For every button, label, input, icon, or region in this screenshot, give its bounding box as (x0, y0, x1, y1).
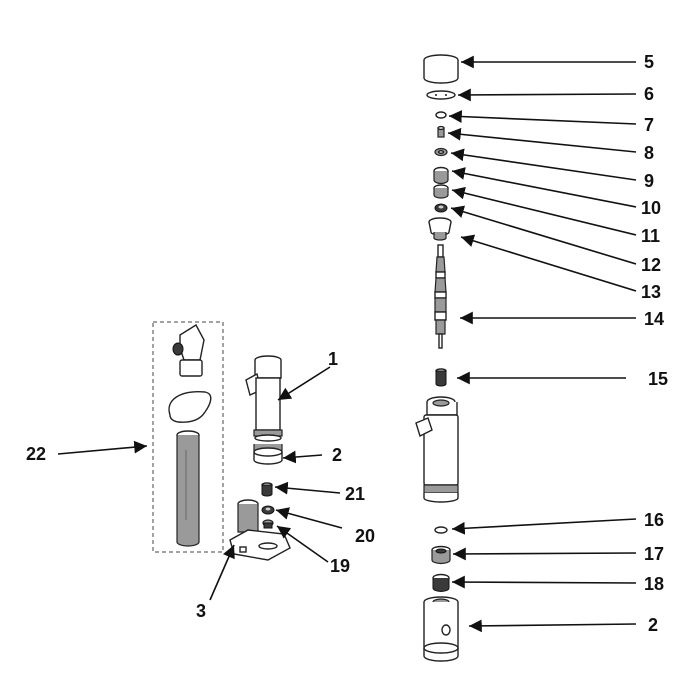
callout-3: 3 (196, 601, 206, 621)
part-1-pump-body (245, 355, 283, 442)
callout-22: 22 (26, 444, 46, 464)
callout-15: 15 (648, 369, 668, 389)
callout-18: 18 (644, 574, 664, 594)
pump-cylinder (415, 396, 459, 503)
part-20-packing (261, 505, 275, 515)
callout-19: 19 (330, 556, 350, 576)
part-21-fitting (261, 482, 273, 497)
suction-tube (176, 430, 200, 547)
part-17-seat (431, 545, 451, 565)
leader-lines (57, 55, 637, 633)
callout-8: 8 (644, 143, 654, 163)
callout-17: 17 (644, 544, 664, 564)
callout-21: 21 (345, 484, 365, 504)
callout-2-lower: 2 (648, 615, 658, 635)
part-6-gasket (426, 90, 456, 100)
inlet-elbow (172, 324, 205, 377)
part-2-upper-housing (253, 444, 283, 465)
callout-7: 7 (644, 115, 654, 135)
callout-2-upper: 2 (332, 445, 342, 465)
callout-16: 16 (644, 510, 664, 530)
part-14-displacement-rod (434, 244, 447, 349)
part-2-lower-housing (423, 596, 459, 662)
part-15-check-valve (435, 368, 447, 387)
part-16-o-ring (434, 526, 448, 534)
callout-13: 13 (641, 282, 661, 302)
part-13-gland-nut (428, 217, 452, 241)
part-18-ball-cage (432, 573, 450, 592)
part-9-washer (434, 147, 448, 157)
part-7-o-ring (435, 111, 447, 119)
callout-5: 5 (644, 52, 654, 72)
part-12-packing (434, 203, 448, 213)
callout-11: 11 (641, 226, 660, 246)
part-8-pin (437, 125, 445, 138)
part-5-cap (423, 54, 459, 84)
part-3-motor-base (229, 499, 291, 561)
part-10-bushing (433, 166, 449, 185)
hose-gasket-loop (168, 391, 212, 423)
part-11-seal (433, 184, 449, 199)
callout-1: 1 (328, 349, 338, 369)
callout-9: 9 (644, 171, 654, 191)
callout-10: 10 (641, 198, 661, 218)
callout-12: 12 (641, 255, 661, 275)
callout-14: 14 (644, 309, 664, 329)
kit-22-frame (152, 321, 224, 553)
callout-20: 20 (355, 526, 375, 546)
part-19-coupling (262, 519, 274, 529)
callout-6: 6 (644, 84, 654, 104)
